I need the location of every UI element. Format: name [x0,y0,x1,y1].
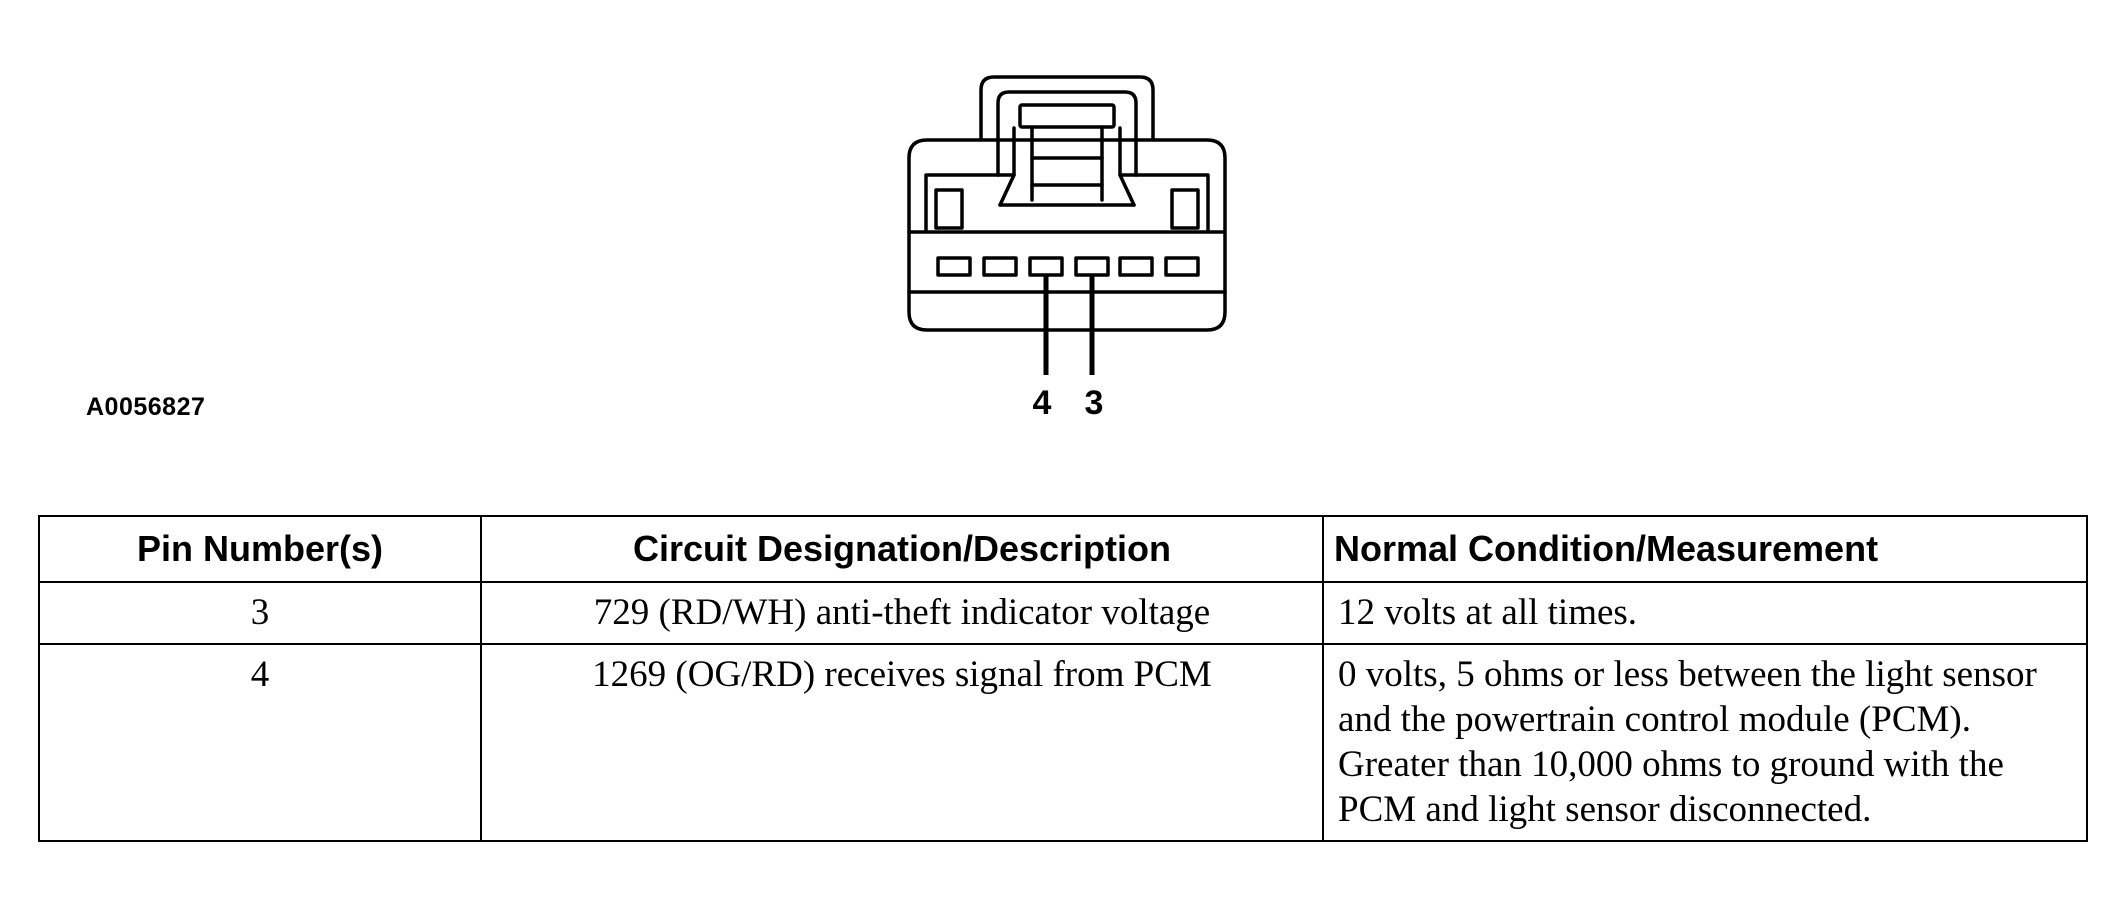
pin-label: 3 [1085,384,1104,422]
pin-label: 4 [1033,384,1052,422]
table-header-row: Pin Number(s) Circuit Designation/Descri… [38,515,2088,583]
terminal-cavity [1164,256,1200,277]
terminal-cavity-pin-3 [1074,256,1110,277]
terminal-cavity [982,256,1018,277]
connector-body [907,138,1227,332]
side-slot-right [1170,188,1200,230]
figure-id: A0056827 [86,393,206,421]
latch-tab [1018,103,1116,129]
column-header: Normal Condition/Measurement [1322,515,2088,583]
latch-channel [996,126,1138,177]
column-header: Circuit Designation/Description [480,515,1324,583]
measurement-cell: 0 volts, 5 ohms or less between the ligh… [1322,643,2088,842]
body-step-left [924,173,1000,232]
circuit-cell: 729 (RD/WH) anti-theft indicator voltage [480,581,1324,645]
measurement-cell: 12 volts at all times. [1322,581,2088,645]
terminal-cavity-pin-4 [1028,256,1064,277]
terminal-cavity [936,256,972,277]
latch-outer [979,75,1155,142]
circuit-cell: 1269 (OG/RD) receives signal from PCM [480,643,1324,842]
pin-table: Pin Number(s) Circuit Designation/Descri… [38,515,2088,842]
body-step-right [1134,173,1210,232]
pin-number-cell: 4 [38,643,482,842]
column-header: Pin Number(s) [38,515,482,583]
side-slot-left [934,188,964,230]
terminal-cavity [1118,256,1154,277]
table-row: 3 729 (RD/WH) anti-theft indicator volta… [38,581,2088,645]
table-row: 4 1269 (OG/RD) receives signal from PCM … [38,643,2088,842]
pin-number-cell: 3 [38,581,482,645]
connector-diagram: 4 3 [907,75,1227,422]
latch-inner [996,90,1138,177]
